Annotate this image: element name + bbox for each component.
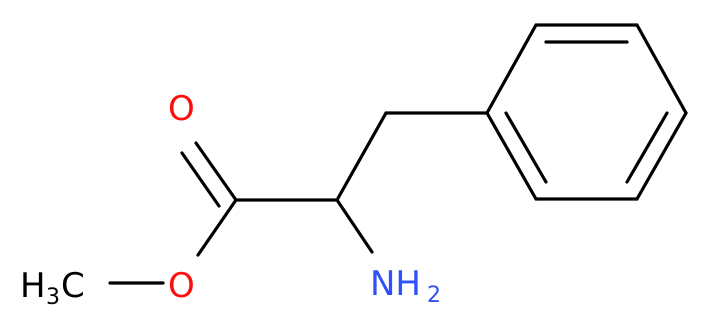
bond-carbonyl-double-2 (180, 151, 221, 208)
ring-inner-bond (504, 111, 548, 184)
methyl-label: H 3 C (20, 266, 85, 310)
bond-alpha-methylene (335, 111, 388, 202)
ring-bond (635, 23, 688, 115)
ring-bond (635, 111, 688, 201)
ring-bond (485, 111, 538, 201)
methyl-subscript: 3 (46, 285, 60, 310)
ester-oxygen-label: O (168, 266, 195, 306)
methyl-h: H (20, 266, 46, 306)
amine-label: NH 2 (370, 264, 441, 308)
amine-nh: NH (370, 264, 421, 304)
ring-bond (485, 23, 538, 115)
bond-alpha-amine (335, 198, 374, 254)
carbonyl-oxygen-label: O (168, 89, 195, 129)
phenyl-ring (485, 23, 688, 201)
amine-subscript: 2 (427, 283, 441, 308)
bond-carbonyl-double-1 (194, 141, 238, 202)
bond-oxygen-carbonyl-carbon (196, 198, 238, 257)
ring-inner-bond (625, 111, 669, 184)
methyl-c: C (61, 266, 85, 306)
